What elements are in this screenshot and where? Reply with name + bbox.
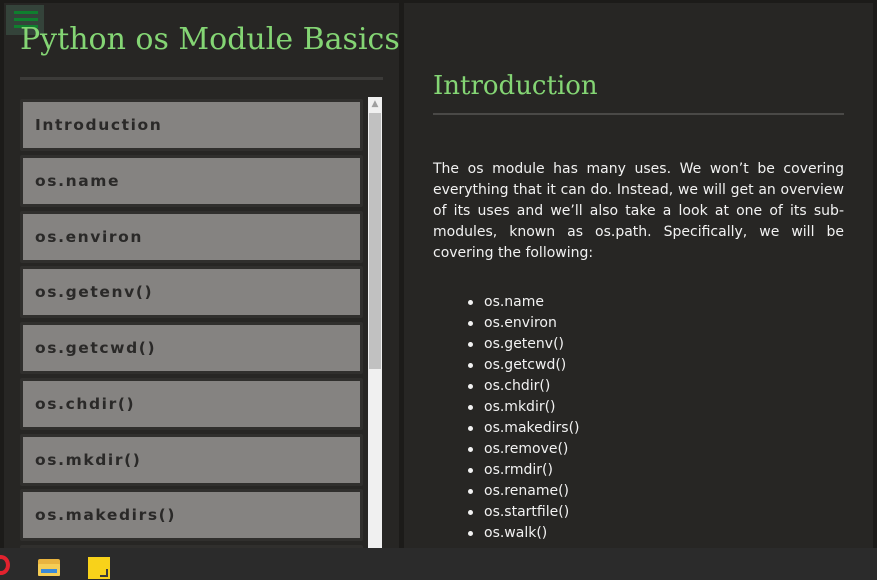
opera-icon[interactable]	[0, 555, 10, 575]
nav-item-partial[interactable]	[20, 545, 363, 548]
taskbar	[0, 548, 877, 580]
list-item: os.environ	[468, 313, 580, 334]
scrollbar-thumb[interactable]	[369, 113, 381, 369]
nav-item-label: os.getcwd()	[35, 339, 157, 357]
list-item: os.rmdir()	[468, 460, 580, 481]
list-item: os.getcwd()	[468, 355, 580, 376]
list-item: os.walk()	[468, 523, 580, 544]
chapter-nav-list: Introduction os.name os.environ os.geten…	[20, 99, 363, 548]
sticky-notes-icon[interactable]	[88, 557, 110, 579]
nav-item-os-makedirs[interactable]: os.makedirs()	[20, 489, 363, 542]
list-item: os.name	[468, 292, 580, 313]
nav-item-label: Introduction	[35, 116, 163, 134]
list-item: os.mkdir()	[468, 397, 580, 418]
nav-item-os-getcwd[interactable]: os.getcwd()	[20, 322, 363, 374]
menu-bar	[14, 25, 38, 28]
nav-item-label: os.getenv()	[35, 283, 154, 302]
list-item: os.makedirs()	[468, 418, 580, 439]
topic-list: os.name os.environ os.getenv() os.getcwd…	[468, 292, 580, 544]
chevron-up-icon[interactable]: ▲	[371, 99, 379, 109]
intro-paragraph: The os module has many uses. We won’t be…	[433, 161, 844, 261]
nav-item-os-environ[interactable]: os.environ	[20, 210, 363, 263]
list-item: os.rename()	[468, 481, 580, 502]
divider	[433, 113, 844, 115]
divider	[20, 77, 383, 80]
sidebar-scrollbar[interactable]: ▲	[368, 97, 382, 548]
list-item: os.startfile()	[468, 502, 580, 523]
nav-item-os-getenv[interactable]: os.getenv()	[20, 266, 363, 319]
menu-bar	[14, 11, 38, 14]
list-item: os.chdir()	[468, 376, 580, 397]
nav-item-os-chdir[interactable]: os.chdir()	[20, 377, 363, 430]
file-explorer-icon[interactable]	[38, 559, 60, 576]
nav-item-label: os.makedirs()	[35, 506, 177, 525]
content-panel: Introduction The os module has many uses…	[404, 3, 873, 548]
nav-item-label: os.environ	[35, 227, 144, 246]
list-item: os.getenv()	[468, 334, 580, 355]
nav-item-label: os.chdir()	[35, 394, 136, 413]
nav-item-introduction[interactable]: Introduction	[20, 99, 363, 151]
sidebar-panel: Python os Module Basics Introduction os.…	[4, 3, 399, 548]
menu-bar	[14, 18, 38, 21]
section-heading: Introduction	[433, 71, 598, 101]
list-item: os.remove()	[468, 439, 580, 460]
hamburger-menu-icon[interactable]	[6, 5, 44, 35]
site-title: Python os Module Basics	[20, 22, 399, 57]
nav-item-os-mkdir[interactable]: os.mkdir()	[20, 433, 363, 486]
nav-item-label: os.name	[35, 171, 121, 190]
nav-item-os-name[interactable]: os.name	[20, 154, 363, 207]
nav-item-label: os.mkdir()	[35, 450, 142, 469]
